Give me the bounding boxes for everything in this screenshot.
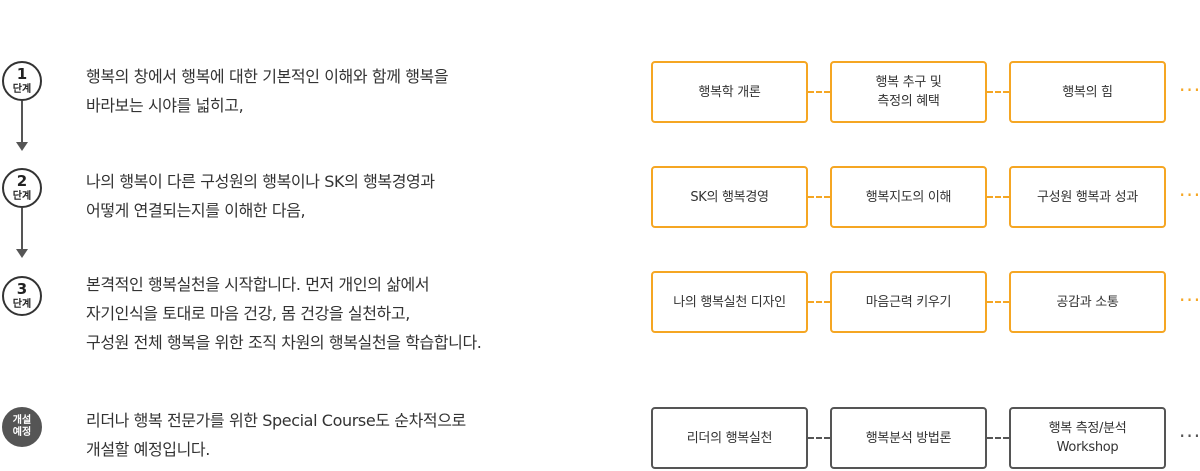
description-line: 나의 행복이 다른 구성원의 행복이나 SK의 행복경영과 [86,172,435,191]
step-1-badge: 1 단계 [2,61,42,101]
course-label: SK의 행복경영 [690,189,769,205]
more-icon: ··· [1179,78,1200,102]
dashed-connector [808,301,830,303]
course-box[interactable]: 행복학 개론 [651,61,808,123]
dashed-connector [987,437,1009,439]
badge-label-top: 개설 [12,415,32,426]
course-box[interactable]: SK의 행복경영 [651,166,808,228]
step-number: 3 [16,280,28,298]
description-line: 어떻게 연결되는지를 이해한 다음, [86,201,306,220]
planned-course-box[interactable]: 행복 측정/분석 Workshop [1009,407,1166,469]
arrow-down-line [21,101,23,143]
badge-label-bottom: 예정 [12,427,32,438]
arrow-down-icon [16,249,28,258]
planned-course-box[interactable]: 행복분석 방법론 [830,407,987,469]
step-3-badge: 3 단계 [2,276,42,316]
step-label: 단계 [12,191,32,202]
step-number: 2 [16,172,28,190]
course-label: 행복 추구 및 측정의 혜택 [875,75,942,109]
course-box[interactable]: 마음근력 키우기 [830,271,987,333]
step-number: 1 [16,65,28,83]
step-1-description: 행복의 창에서 행복에 대한 기본적인 이해와 함께 행복을 바라보는 시야를 … [86,62,449,120]
course-box[interactable]: 행복 추구 및 측정의 혜택 [830,61,987,123]
course-label: 행복의 힘 [1062,84,1113,100]
arrow-down-icon [16,142,28,151]
dashed-connector [987,196,1009,198]
dashed-connector [987,301,1009,303]
step-3-description: 본격적인 행복실천을 시작합니다. 먼저 개인의 삶에서 자기인식을 토대로 마… [86,270,482,357]
course-label: 공감과 소통 [1056,294,1119,310]
dashed-connector [808,437,830,439]
step-label: 단계 [12,299,32,310]
dashed-connector [808,196,830,198]
course-label: 마음근력 키우기 [865,294,952,310]
dashed-connector [987,91,1009,93]
more-icon: ··· [1179,288,1200,312]
description-line: 바라보는 시야를 넓히고, [86,96,244,115]
description-line: 행복의 창에서 행복에 대한 기본적인 이해와 함께 행복을 [86,67,449,86]
more-icon: ··· [1179,424,1200,448]
arrow-down-line [21,208,23,250]
course-label: 행복학 개론 [698,84,761,100]
step-label: 단계 [12,84,32,95]
dashed-connector [808,91,830,93]
step-2-badge: 2 단계 [2,168,42,208]
description-line: 구성원 전체 행복을 위한 조직 차원의 행복실천을 학습합니다. [86,333,482,352]
planned-description: 리더나 행복 전문가를 위한 Special Course도 순차적으로 개설할… [86,406,466,464]
description-line: 자기인식을 토대로 마음 건강, 몸 건강을 실천하고, [86,304,410,323]
course-box[interactable]: 행복의 힘 [1009,61,1166,123]
course-label: 행복 측정/분석 Workshop [1048,421,1127,455]
more-icon: ··· [1179,183,1200,207]
description-line: 리더나 행복 전문가를 위한 Special Course도 순차적으로 [86,411,466,430]
course-label: 나의 행복실천 디자인 [673,294,786,310]
step-2-description: 나의 행복이 다른 구성원의 행복이나 SK의 행복경영과 어떻게 연결되는지를… [86,167,435,225]
planned-badge: 개설 예정 [2,407,42,447]
description-line: 본격적인 행복실천을 시작합니다. 먼저 개인의 삶에서 [86,275,430,294]
course-label: 구성원 행복과 성과 [1037,189,1138,205]
course-box[interactable]: 공감과 소통 [1009,271,1166,333]
course-box[interactable]: 행복지도의 이해 [830,166,987,228]
course-box[interactable]: 나의 행복실천 디자인 [651,271,808,333]
course-label: 행복지도의 이해 [865,189,952,205]
course-label: 행복분석 방법론 [865,430,952,446]
course-box[interactable]: 구성원 행복과 성과 [1009,166,1166,228]
course-label: 리더의 행복실천 [686,430,773,446]
planned-course-box[interactable]: 리더의 행복실천 [651,407,808,469]
description-line: 개설할 예정입니다. [86,440,210,459]
